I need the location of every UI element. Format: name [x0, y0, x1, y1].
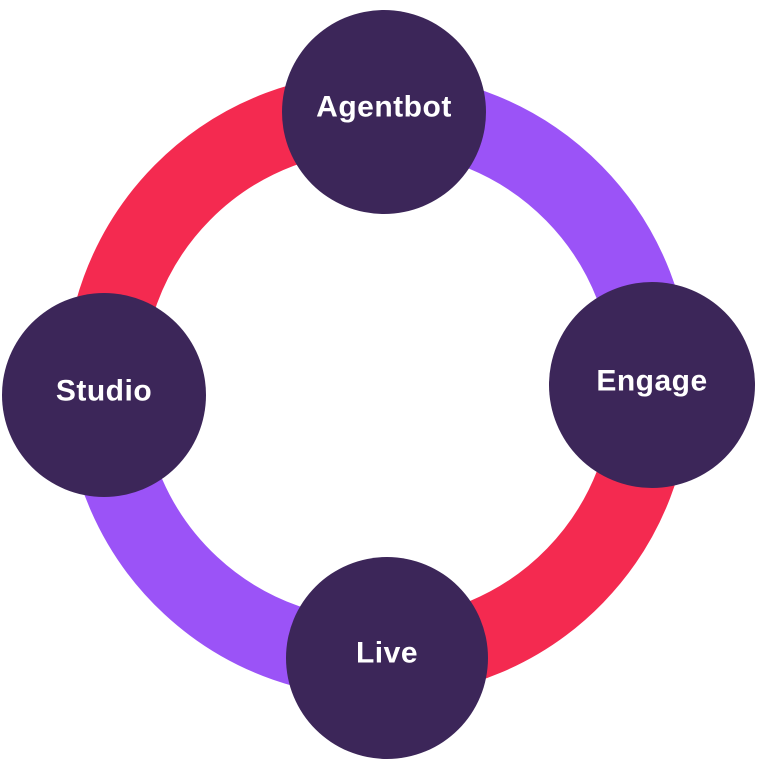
node-circle-live [286, 557, 488, 759]
node-label-engage: Engage [596, 365, 707, 398]
node-label-live: Live [356, 637, 418, 670]
node-circle-engage [549, 282, 755, 488]
node-circle-studio [2, 293, 206, 497]
node-label-studio: Studio [56, 375, 152, 408]
node-circle-agentbot [282, 10, 486, 214]
node-label-agentbot: Agentbot [316, 91, 452, 124]
